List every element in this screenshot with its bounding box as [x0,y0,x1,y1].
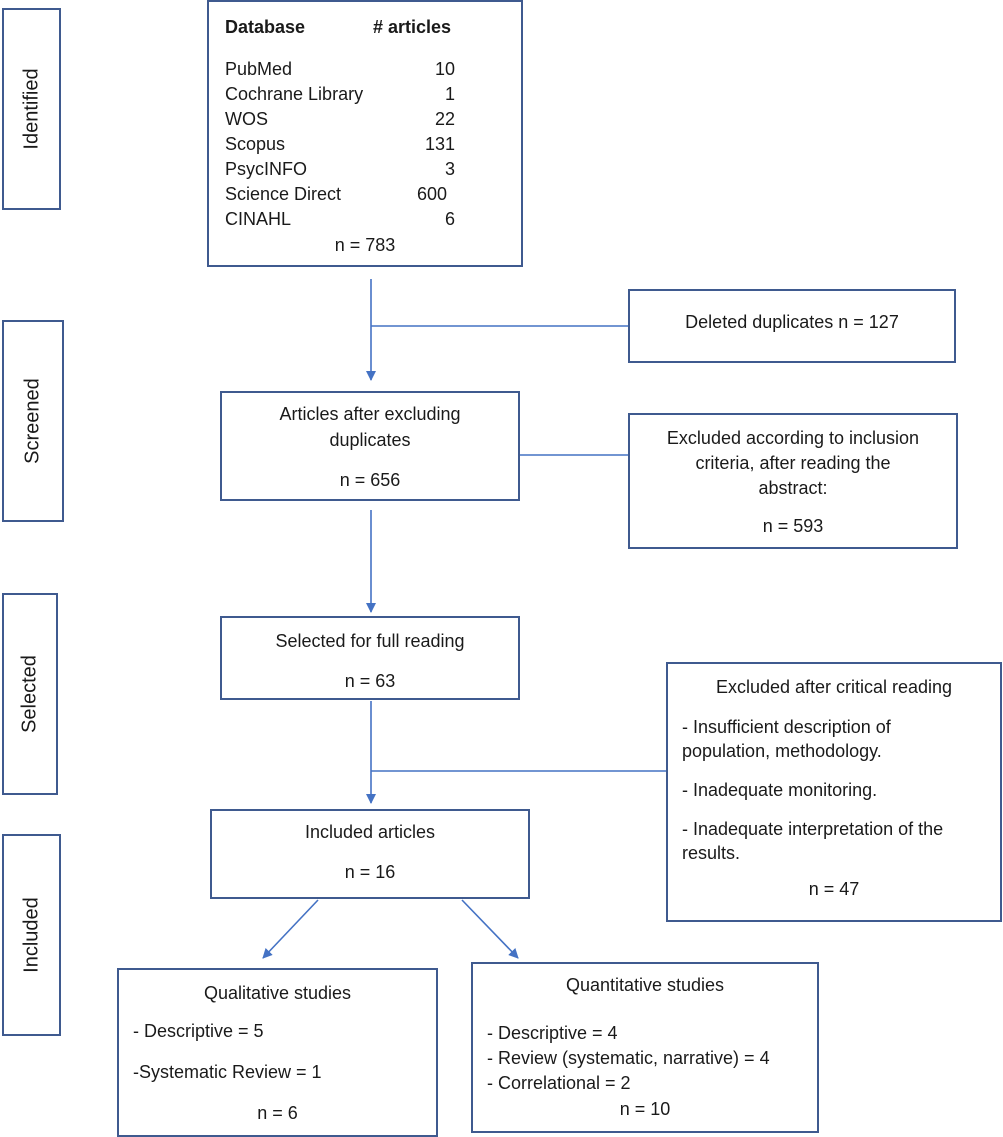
db-count: 131 [424,134,455,154]
deleted-duplicates-box: Deleted duplicates n = 127 [628,289,956,363]
db-name: PsycINFO [225,159,308,179]
stage-selected-label: Selected [18,655,41,733]
after-duplicates-line1: Articles after excluding [279,404,461,424]
db-count: 10 [434,59,455,79]
stage-identified-label: Identified [20,68,42,150]
full-reading-n: n = 63 [344,671,396,691]
db-count: 22 [434,109,455,129]
db-count: 1 [444,84,455,104]
excluded-abstract-line3: abstract: [758,478,828,498]
db-name: Science Direct [225,184,342,204]
qualitative-title: Qualitative studies [203,983,352,1003]
db-name: Cochrane Library [225,84,364,104]
quantitative-box: Quantitative studies - Descriptive = 4 -… [471,962,819,1133]
database-box: Database # articles PubMed 10 Cochrane L… [207,0,523,267]
excluded-abstract-line2: criteria, after reading the [695,453,891,473]
qualitative-item2: -Systematic Review = 1 [133,1062,322,1082]
quantitative-item2: - Review (systematic, narrative) = 4 [487,1048,770,1068]
deleted-duplicates-text: Deleted duplicates n = 127 [685,312,899,332]
excluded-critical-item3-line1: - Inadequate interpretation of the [682,819,944,839]
excluded-critical-box: Excluded after critical reading - Insuff… [666,662,1002,922]
excluded-critical-item1-line1: - Insufficient description of [682,717,891,737]
database-total: n = 783 [334,235,396,255]
db-name: Scopus [225,134,286,154]
excluded-critical-item2: - Inadequate monitoring. [682,780,878,800]
quantitative-item3: - Correlational = 2 [487,1073,631,1093]
db-name: CINAHL [225,209,292,229]
arrow-to-qualitative [262,899,319,959]
arrow-to-quantitative [461,899,519,959]
included-n: n = 16 [344,862,396,882]
qualitative-item1: - Descriptive = 5 [133,1021,264,1041]
included-box: Included articles n = 16 [210,809,530,899]
qualitative-box: Qualitative studies - Descriptive = 5 -S… [117,968,438,1137]
db-count: 6 [444,209,455,229]
excluded-critical-item1-line2: population, methodology. [682,741,882,761]
articles-header: # articles [373,17,452,37]
quantitative-item1: - Descriptive = 4 [487,1023,618,1043]
excluded-critical-item3-line2: results. [682,843,741,863]
included-title: Included articles [304,822,436,842]
excluded-abstract-box: Excluded according to inclusion criteria… [628,413,958,549]
full-reading-title: Selected for full reading [275,631,465,651]
stage-screened: Screened [2,320,64,522]
after-duplicates-line2: duplicates [329,430,411,450]
db-count: 600 [416,184,447,204]
stage-selected: Selected [2,593,58,795]
excluded-critical-title: Excluded after critical reading [715,677,953,697]
db-name: PubMed [225,59,293,79]
quantitative-n: n = 10 [619,1099,671,1119]
database-header: Database [225,17,306,37]
full-reading-box: Selected for full reading n = 63 [220,616,520,700]
excluded-abstract-n: n = 593 [762,516,824,536]
quantitative-title: Quantitative studies [565,975,725,995]
excluded-abstract-line1: Excluded according to inclusion [666,428,920,448]
qualitative-n: n = 6 [257,1103,298,1123]
after-duplicates-n: n = 656 [339,470,401,490]
stage-included: Included [2,834,61,1036]
after-duplicates-box: Articles after excluding duplicates n = … [220,391,520,501]
db-count: 3 [444,159,455,179]
db-name: WOS [225,109,268,129]
stage-included-label: Included [20,897,42,973]
excluded-critical-n: n = 47 [808,879,860,899]
stage-screened-label: Screened [21,378,44,464]
stage-identified: Identified [2,8,61,210]
